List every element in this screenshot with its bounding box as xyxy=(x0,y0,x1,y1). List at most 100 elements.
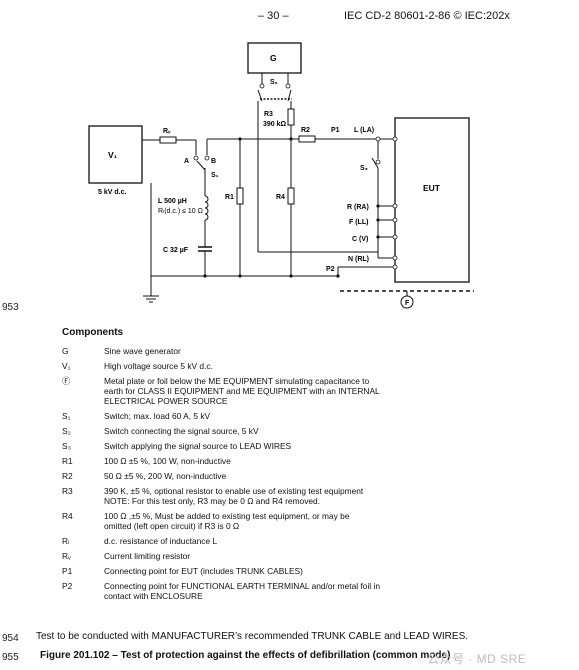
component-row: R4 100 Ω ,±5 %, Must be added to existing… xyxy=(62,511,492,531)
r3-resistor xyxy=(287,108,295,126)
label-rl-value: Rₗ(d.c.) ≤ 10 Ω xyxy=(158,208,203,215)
component-row: R3 390 K, ±5 %, optional resistor to enab… xyxy=(62,486,492,506)
page-number: – 30 – xyxy=(258,10,289,22)
label-c-value: C 32 µF xyxy=(163,247,189,254)
rv-resistor xyxy=(159,136,177,144)
line-number-953: 953 xyxy=(2,302,19,313)
component-row: R1 100 Ω ±5 %, 100 W, non-inductive xyxy=(62,456,492,466)
line-number-955: 955 xyxy=(2,652,19,663)
component-row: G Sine wave generator xyxy=(62,346,492,356)
component-row: Rᵥ Current limiting resistor xyxy=(62,551,492,561)
component-symbol: R4 xyxy=(62,511,73,521)
component-row: S₁ Switch; max. load 60 A, 5 kV xyxy=(62,411,492,421)
line-number-954: 954 xyxy=(2,633,19,644)
v1-source-box xyxy=(88,125,143,184)
component-description: Sine wave generator xyxy=(104,346,492,356)
label-r1: R1 xyxy=(225,194,234,201)
label-f-ll: F (LL) xyxy=(349,219,368,226)
component-description: High voltage source 5 kV d.c. xyxy=(104,361,492,371)
generator-box xyxy=(247,42,302,74)
component-description-line: Switch; max. load 60 A, 5 kV xyxy=(104,411,211,421)
component-description-line: omitted (left open circuit) if R3 is 0 Ω xyxy=(104,521,240,531)
component-description: 100 Ω ,±5 %, Must be added to existing t… xyxy=(104,511,492,531)
component-description-line: Sine wave generator xyxy=(104,346,181,356)
component-description: Switch applying the signal source to LEA… xyxy=(104,441,492,451)
component-row: Ⓕ Metal plate or foil below the ME EQUIPM… xyxy=(62,376,492,406)
component-symbol: S₂ xyxy=(62,426,71,436)
component-row: S₃ Switch applying the signal source to L… xyxy=(62,441,492,451)
label-r3-value: 390 kΩ xyxy=(263,121,287,128)
component-description-line: Switch applying the signal source to LEA… xyxy=(104,441,292,451)
component-symbol: R1 xyxy=(62,456,73,466)
component-description-line: Metal plate or foil below the ME EQUIPME… xyxy=(104,376,370,386)
component-description: d.c. resistance of inductance L xyxy=(104,536,492,546)
label-r4: R4 xyxy=(276,194,285,201)
component-symbol: R2 xyxy=(62,471,73,481)
component-row: Rₗ d.c. resistance of inductance L xyxy=(62,536,492,546)
component-symbol: S₃ xyxy=(62,441,71,451)
component-symbol: G xyxy=(62,346,69,356)
component-symbol: V₁ xyxy=(62,361,71,371)
defibrillation-test-circuit: G S₂ R3 390 kΩ R2 P1 L (LA) V₁ 5 kV d.c.… xyxy=(88,42,474,309)
component-description-line: 100 Ω ±5 %, 100 W, non-inductive xyxy=(104,456,231,466)
label-v1: V₁ xyxy=(108,150,118,160)
component-description-line: 50 Ω ±5 %, 200 W, non-inductive xyxy=(104,471,227,481)
label-l-value: L 500 µH xyxy=(158,198,187,205)
label-b: B xyxy=(211,158,216,165)
label-l-la: L (LA) xyxy=(354,127,374,134)
label-n-rl: N (RL) xyxy=(348,256,369,263)
component-description: Connecting point for FUNCTIONAL EARTH TE… xyxy=(104,581,492,601)
component-description-line: d.c. resistance of inductance L xyxy=(104,536,218,546)
component-description-line: Connecting point for EUT (includes TRUNK… xyxy=(104,566,303,576)
figure-caption: Figure 201.102 – Test of protection agai… xyxy=(40,650,451,661)
component-symbol: Rₗ xyxy=(62,536,70,546)
component-description-line: ELECTRICAL POWER SOURCE xyxy=(104,396,228,406)
label-v1-value: 5 kV d.c. xyxy=(98,189,126,196)
component-row: R2 50 Ω ±5 %, 200 W, non-inductive xyxy=(62,471,492,481)
component-description: Switch; max. load 60 A, 5 kV xyxy=(104,411,492,421)
label-s3: S₃ xyxy=(360,165,368,172)
component-description: 50 Ω ±5 %, 200 W, non-inductive xyxy=(104,471,492,481)
label-g: G xyxy=(270,53,277,63)
label-r-ra: R (RA) xyxy=(347,204,369,211)
component-description-line: Current limiting resistor xyxy=(104,551,191,561)
component-symbol: Rᵥ xyxy=(62,551,71,561)
component-description: 100 Ω ±5 %, 100 W, non-inductive xyxy=(104,456,492,466)
r2-resistor xyxy=(298,135,316,143)
component-symbol: Ⓕ xyxy=(62,376,71,386)
component-row: S₂ Switch connecting the signal source, 5… xyxy=(62,426,492,436)
test-note: Test to be conducted with MANUFACTURER’s… xyxy=(36,631,469,642)
component-description-line: Connecting point for FUNCTIONAL EARTH TE… xyxy=(104,581,381,591)
label-r2: R2 xyxy=(301,127,310,134)
eut-box xyxy=(394,117,470,283)
label-s1: S₁ xyxy=(211,172,219,179)
component-symbol: R3 xyxy=(62,486,73,496)
component-description: 390 K, ±5 %, optional resistor to enable… xyxy=(104,486,492,506)
component-description-line: Switch connecting the signal source, 5 k… xyxy=(104,426,259,436)
component-description-line: contact with ENCLOSURE xyxy=(104,591,203,601)
component-description-line: 390 K, ±5 %, optional resistor to enable… xyxy=(104,486,364,496)
label-eut: EUT xyxy=(423,183,441,193)
component-description-line: High voltage source 5 kV d.c. xyxy=(104,361,213,371)
component-description: Switch connecting the signal source, 5 k… xyxy=(104,426,492,436)
label-p2: P2 xyxy=(326,266,335,273)
r4-resistor xyxy=(287,187,295,205)
standard-header: IEC CD-2 80601-2-86 © IEC:202x xyxy=(344,10,510,22)
component-symbol: S₁ xyxy=(62,411,71,421)
r1-resistor xyxy=(236,187,244,205)
label-a: A xyxy=(184,158,189,165)
label-r3: R3 xyxy=(264,111,273,118)
component-description: Current limiting resistor xyxy=(104,551,492,561)
component-description-line: earth for CLASS II EQUIPMENT and ME EQUI… xyxy=(104,386,380,396)
components-title: Components xyxy=(62,327,124,338)
label-f-symbol: F xyxy=(405,300,410,307)
label-rv: Rᵥ xyxy=(163,128,171,135)
component-row: V₁ High voltage source 5 kV d.c. xyxy=(62,361,492,371)
label-p1: P1 xyxy=(331,127,340,134)
component-description: Connecting point for EUT (includes TRUNK… xyxy=(104,566,492,576)
component-description-line: NOTE: For this test only, R3 may be 0 Ω … xyxy=(104,496,321,506)
watermark: 公众号 · MD SRE xyxy=(427,652,527,666)
